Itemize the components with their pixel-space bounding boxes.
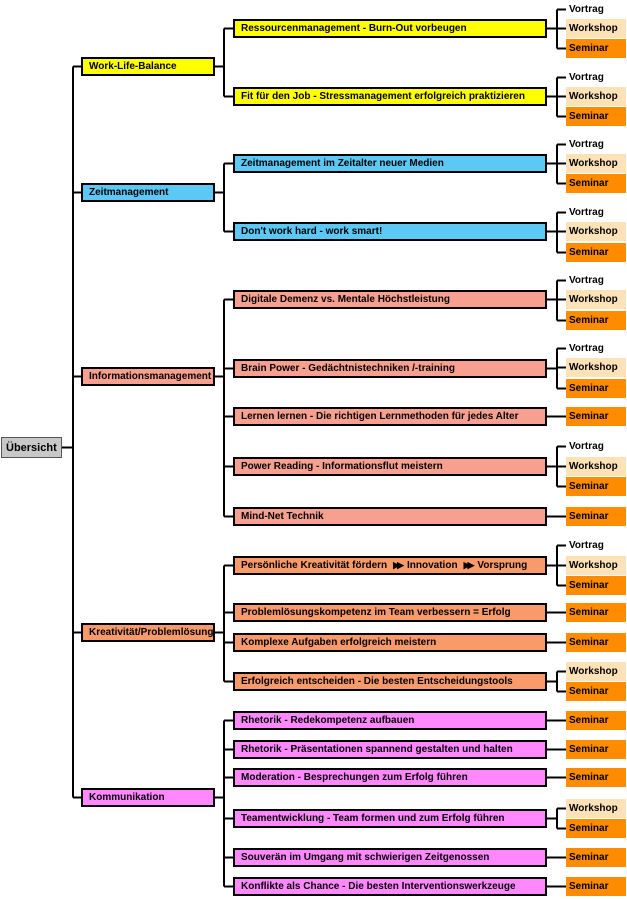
topic-label: Persönliche Kreativität fördern [241,560,388,571]
topic-label: Rhetorik - Redekompetenz aufbauen [241,715,415,726]
format-seminar[interactable]: Seminar [566,603,626,622]
topic-rhetorik-redekompetenz-aufbauen[interactable]: Rhetorik - Redekompetenz aufbauen [233,711,547,730]
topic-moderation-besprechungen-zum-erfolg-fueh[interactable]: Moderation - Besprechungen zum Erfolg fü… [233,768,547,787]
format-workshop[interactable]: Workshop [566,290,626,309]
topic-problemloesungskompetenz-im-team-verbess[interactable]: Problemlösungskompetenz im Team verbesse… [233,603,547,622]
innovation-label: Innovation [407,560,458,571]
topic-label: Fit für den Job - Stressmanagement erfol… [241,91,525,102]
topic-label: Rhetorik - Präsentationen spannend gesta… [241,744,513,755]
format-seminar[interactable]: Seminar [566,477,626,496]
topic-erfolgreich-entscheiden-die-besten-entsc[interactable]: Erfolgreich entscheiden - Die besten Ent… [233,672,547,691]
topic-teamentwicklung-team-formen-und-zum-erfo[interactable]: Teamentwicklung - Team formen und zum Er… [233,809,547,828]
format-seminar[interactable]: Seminar [566,243,626,262]
format-seminar[interactable]: Seminar [566,848,626,867]
format-workshop[interactable]: Workshop [566,662,626,681]
double-arrow-icon: ▶▶ [463,560,475,570]
format-seminar[interactable]: Seminar [566,311,626,330]
format-workshop[interactable]: Workshop [566,87,626,106]
topic-label: Don't work hard - work smart! [241,226,383,237]
topic-label: Moderation - Besprechungen zum Erfolg fü… [241,772,468,783]
format-workshop[interactable]: Workshop [566,457,626,476]
format-workshop[interactable]: Workshop [566,222,626,241]
vorsprung-label: Vorsprung [477,560,528,571]
category-informationsmanagement[interactable]: Informationsmanagement [81,367,215,386]
topic-persoenliche-kreativitaet-foerdern[interactable]: Persönliche Kreativität fördern▶▶Innovat… [233,556,547,575]
topic-label: Brain Power - Gedächtnistechniken /-trai… [241,363,455,374]
topic-komplexe-aufgaben-erfolgreich-meistern[interactable]: Komplexe Aufgaben erfolgreich meistern [233,633,547,652]
format-vortrag[interactable]: Vortrag [566,68,626,87]
format-workshop[interactable]: Workshop [566,799,626,818]
format-workshop[interactable]: Workshop [566,556,626,575]
topic-label: Digitale Demenz vs. Mentale Höchstleistu… [241,294,450,305]
format-vortrag[interactable]: Vortrag [566,437,626,456]
category-work-life-balance[interactable]: Work-Life-Balance [81,57,215,76]
topic-label: Lernen lernen - Die richtigen Lernmethod… [241,411,519,422]
format-seminar[interactable]: Seminar [566,633,626,652]
topic-label: Mind-Net Technik [241,511,324,522]
topic-label: Power Reading - Informationsflut meister… [241,461,443,472]
format-vortrag[interactable]: Vortrag [566,0,626,19]
topic-konflikte-als-chance-die-besten-interven[interactable]: Konflikte als Chance - Die besten Interv… [233,877,547,896]
format-seminar[interactable]: Seminar [566,819,626,838]
topic-souveraen-im-umgang-mit-schwierigen-zeit[interactable]: Souverän im Umgang mit schwierigen Zeitg… [233,848,547,867]
format-vortrag[interactable]: Vortrag [566,135,626,154]
topic-label: Souverän im Umgang mit schwierigen Zeitg… [241,852,490,863]
format-vortrag[interactable]: Vortrag [566,536,626,555]
format-seminar[interactable]: Seminar [566,507,626,526]
topic-label: Konflikte als Chance - Die besten Interv… [241,881,516,892]
format-seminar[interactable]: Seminar [566,174,626,193]
format-workshop[interactable]: Workshop [566,154,626,173]
topic-fit-fuer-den-job-stressmanagement-erfolg[interactable]: Fit für den Job - Stressmanagement erfol… [233,87,547,106]
topic-rhetorik-praesentationen-spannend-gestal[interactable]: Rhetorik - Präsentationen spannend gesta… [233,740,547,759]
category-kreativitaet-problemloesung[interactable]: Kreativität/Problemlösung [81,623,215,642]
topic-label: Zeitmanagement im Zeitalter neuer Medien [241,158,444,169]
format-vortrag[interactable]: Vortrag [566,203,626,222]
topic-label: Teamentwicklung - Team formen und zum Er… [241,813,505,824]
double-arrow-icon: ▶▶ [393,560,404,570]
format-seminar[interactable]: Seminar [566,107,626,126]
format-seminar[interactable]: Seminar [566,576,626,595]
topic-power-reading-informationsflut-meistern[interactable]: Power Reading - Informationsflut meister… [233,457,547,476]
topic-digitale-demenz-vs-mentale-hoechstleistu[interactable]: Digitale Demenz vs. Mentale Höchstleistu… [233,290,547,309]
topic-zeitmanagement-im-zeitalter-neuer-medien[interactable]: Zeitmanagement im Zeitalter neuer Medien [233,154,547,173]
category-zeitmanagement[interactable]: Zeitmanagement [81,183,215,202]
topic-label: Problemlösungskompetenz im Team verbesse… [241,607,511,618]
format-seminar[interactable]: Seminar [566,682,626,701]
root-node[interactable]: Übersicht [1,437,62,458]
topic-don-t-work-hard-work-smart[interactable]: Don't work hard - work smart! [233,222,547,241]
format-seminar[interactable]: Seminar [566,768,626,787]
format-seminar[interactable]: Seminar [566,711,626,730]
format-vortrag[interactable]: Vortrag [566,339,626,358]
format-seminar[interactable]: Seminar [566,877,626,896]
topic-mind-net-technik[interactable]: Mind-Net Technik [233,507,547,526]
format-workshop[interactable]: Workshop [566,358,626,377]
format-seminar[interactable]: Seminar [566,740,626,759]
topic-label: Komplexe Aufgaben erfolgreich meistern [241,637,437,648]
format-vortrag[interactable]: Vortrag [566,271,626,290]
category-kommunikation[interactable]: Kommunikation [81,788,215,807]
format-workshop[interactable]: Workshop [566,19,626,38]
format-seminar[interactable]: Seminar [566,379,626,398]
topic-ressourcenmanagement-burn-out-vorbeugen[interactable]: Ressourcenmanagement - Burn-Out vorbeuge… [233,19,547,38]
topic-label: Ressourcenmanagement - Burn-Out vorbeuge… [241,23,467,34]
topic-brain-power-gedaechtnistechniken-trainin[interactable]: Brain Power - Gedächtnistechniken /-trai… [233,359,547,378]
format-seminar[interactable]: Seminar [566,39,626,58]
topic-label: Erfolgreich entscheiden - Die besten Ent… [241,676,513,687]
format-seminar[interactable]: Seminar [566,407,626,426]
topic-lernen-lernen-die-richtigen-lernmethoden[interactable]: Lernen lernen - Die richtigen Lernmethod… [233,407,547,426]
